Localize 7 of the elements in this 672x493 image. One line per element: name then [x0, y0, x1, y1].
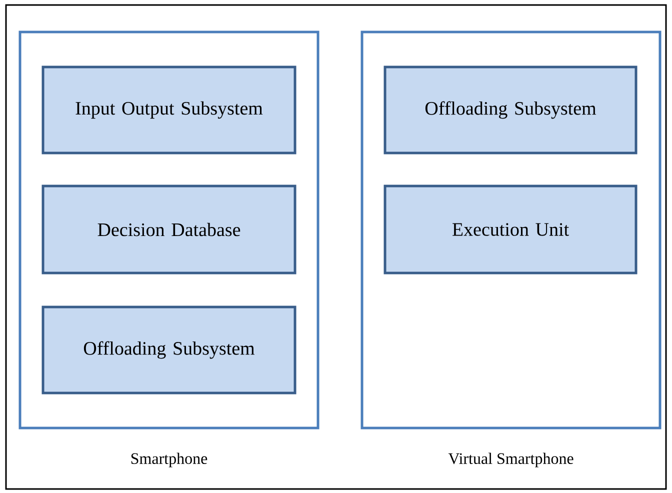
subsystem-box: Decision Database	[42, 184, 296, 274]
subsystem-box: Input Output Subsystem	[42, 66, 296, 154]
container-label: Smartphone	[131, 452, 208, 468]
subsystem-box: Offloading Subsystem	[384, 66, 638, 154]
subsystem-box: Execution Unit	[384, 184, 638, 274]
container-label: Virtual Smartphone	[448, 452, 574, 468]
subsystem-box: Offloading Subsystem	[42, 306, 296, 394]
